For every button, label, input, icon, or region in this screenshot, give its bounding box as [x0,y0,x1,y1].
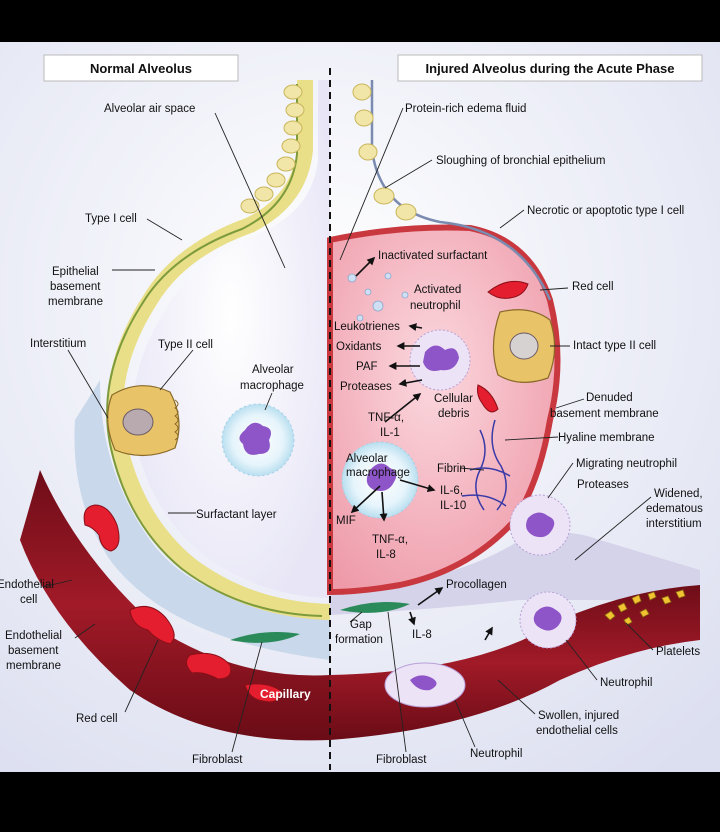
alveolar-air-space [132,80,330,598]
svg-text:Alveolar air space: Alveolar air space [104,103,195,115]
svg-text:cell: cell [20,594,37,606]
svg-text:debris: debris [438,408,470,420]
interstitium-left [74,380,330,660]
svg-text:Inactivated surfactant: Inactivated surfactant [378,250,488,262]
fibroblast-right [340,602,410,613]
svg-text:Activated: Activated [414,284,461,296]
svg-text:IL-8: IL-8 [412,629,432,641]
svg-text:Migrating neutrophil: Migrating neutrophil [576,458,677,470]
alveolar-macrophage-right [341,441,419,519]
type2-cell-left [107,385,180,457]
svg-text:TNF-α,: TNF-α, [368,412,404,424]
fibroblast-left [230,632,300,643]
neutrophil-capillary [519,591,577,649]
svg-text:Endothelial: Endothelial [0,579,54,591]
svg-text:IL-1: IL-1 [380,427,400,439]
svg-text:Alveolar: Alveolar [252,364,294,376]
svg-text:TNF-α,: TNF-α, [372,534,408,546]
svg-text:Red cell: Red cell [76,713,118,725]
svg-text:Intact type II cell: Intact type II cell [573,340,656,352]
svg-text:Leukotrienes: Leukotrienes [334,321,400,333]
svg-text:Surfactant layer: Surfactant layer [196,509,277,521]
svg-text:Gap: Gap [350,619,372,631]
svg-text:Necrotic or apoptotic type I c: Necrotic or apoptotic type I cell [527,205,684,217]
normal-alveolus-title: Normal Alveolus [43,54,239,82]
bronchial-epithelium-left [240,84,305,214]
type2-cell-right [492,309,556,383]
svg-text:Type I cell: Type I cell [85,213,137,225]
leader-lines [42,107,654,753]
injured-alveolus-title: Injured Alveolus during the Acute Phase [397,54,703,82]
svg-text:Oxidants: Oxidants [336,341,382,353]
swollen-endothelial-cells [384,662,466,708]
svg-text:neutrophil: neutrophil [410,300,461,312]
svg-text:basement: basement [8,645,59,657]
svg-text:macrophage: macrophage [346,467,410,479]
svg-text:Hyaline membrane: Hyaline membrane [558,432,655,444]
svg-text:Procollagen: Procollagen [446,579,507,591]
svg-text:Widened,: Widened, [654,488,703,500]
svg-text:PAF: PAF [356,361,378,373]
mediator-arrows [350,256,493,641]
svg-text:Alveolar: Alveolar [346,453,388,465]
svg-text:Protein-rich edema fluid: Protein-rich edema fluid [405,103,526,115]
migrating-neutrophil [509,494,571,556]
svg-text:Proteases: Proteases [340,381,392,393]
svg-text:Cellular: Cellular [434,393,473,405]
svg-text:Fibroblast: Fibroblast [376,754,427,766]
activated-neutrophil [409,329,471,391]
red-cells-left [83,504,282,703]
svg-text:basement membrane: basement membrane [550,408,659,420]
svg-text:Interstitium: Interstitium [30,338,86,350]
svg-text:MIF: MIF [336,515,356,527]
interstitium-right [330,532,700,615]
svg-text:Red cell: Red cell [572,281,614,293]
alveolar-macrophage-left [221,403,295,477]
svg-text:basement: basement [50,281,101,293]
svg-text:interstitium: interstitium [646,518,702,530]
svg-text:Proteases: Proteases [577,479,629,491]
svg-text:Injured Alveolus during the Ac: Injured Alveolus during the Acute Phase [426,61,675,76]
bronchial-epithelium-right [352,83,417,221]
svg-text:Platelets: Platelets [656,646,700,658]
svg-text:Epithelial: Epithelial [52,266,99,278]
alveolar-wall-right [370,80,552,301]
svg-text:endothelial cells: endothelial cells [536,725,618,737]
red-cells-right [477,280,529,413]
svg-text:membrane: membrane [6,660,61,672]
svg-text:Denuded: Denuded [586,392,633,404]
right-labels: Protein-rich edema fluid Sloughing of br… [334,103,703,766]
svg-text:macrophage: macrophage [240,380,304,392]
inactivated-surfactant-bubbles [347,272,409,322]
svg-text:Neutrophil: Neutrophil [470,748,522,760]
svg-text:edematous: edematous [646,503,703,515]
svg-text:Endothelial: Endothelial [5,630,62,642]
svg-text:Type II cell: Type II cell [158,339,213,351]
svg-text:Normal Alveolus: Normal Alveolus [90,61,192,76]
svg-text:Swollen, injured: Swollen, injured [538,710,619,722]
svg-text:Fibrin: Fibrin [437,463,466,475]
left-labels: Alveolar air space Type I cell Epithelia… [0,103,311,766]
svg-text:membrane: membrane [48,296,103,308]
svg-text:IL-10: IL-10 [440,500,466,512]
svg-text:IL-8: IL-8 [376,549,396,561]
svg-text:Fibroblast: Fibroblast [192,754,243,766]
svg-text:Capillary: Capillary [260,687,311,701]
svg-text:formation: formation [335,634,383,646]
capillary-left [20,470,330,741]
svg-text:Sloughing of bronchial epithel: Sloughing of bronchial epithelium [436,155,605,167]
svg-text:IL-6,: IL-6, [440,485,463,497]
svg-text:Neutrophil: Neutrophil [600,677,652,689]
